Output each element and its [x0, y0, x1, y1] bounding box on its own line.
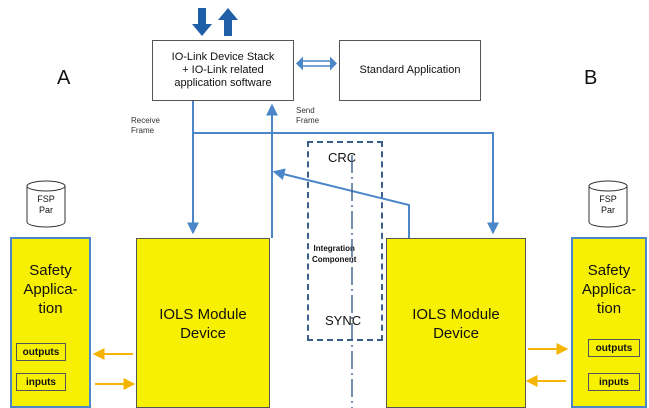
iols-module-right-label: IOLS Module Device	[386, 305, 526, 343]
send-frame-label: Send Frame	[296, 106, 319, 126]
standard-application-label: Standard Application	[359, 64, 461, 76]
integration-line-1: Integration	[313, 244, 355, 253]
iols-module-device-left	[136, 238, 270, 408]
outputs-box-right: outputs	[588, 339, 640, 357]
fsp-left-line-2: Par	[38, 205, 53, 215]
safety-application-right-label: Safety Applica- tion	[571, 261, 647, 318]
safety-left-line-3: tion	[38, 300, 63, 317]
inputs-box-right: inputs	[588, 373, 640, 391]
receive-frame-label: Receive Frame	[131, 116, 160, 136]
fsp-par-right-label: FSP Par	[589, 194, 627, 216]
safety-right-line-1: Safety	[587, 262, 631, 279]
send-line-2: Frame	[296, 116, 320, 125]
send-line-1: Send	[296, 106, 315, 115]
inputs-box-left: inputs	[16, 373, 66, 391]
integration-component-box	[307, 141, 383, 341]
io-link-stack-box: IO-Link Device Stack + IO-Link related a…	[152, 40, 294, 101]
down-arrow-icon	[192, 8, 212, 36]
iols-left-line-1: IOLS Module	[159, 306, 247, 323]
iols-right-line-2: Device	[433, 325, 479, 342]
stack-line-1: IO-Link Device Stack	[171, 51, 275, 63]
safety-right-line-2: Applica-	[581, 281, 637, 298]
safety-left-line-1: Safety	[29, 262, 72, 279]
iols-right-line-1: IOLS Module	[412, 306, 500, 323]
stack-line-3: application software	[174, 77, 272, 89]
fsp-right-line-2: Par	[600, 205, 615, 215]
side-a-label: A	[57, 67, 71, 89]
safety-application-left-label: Safety Applica- tion	[10, 261, 91, 318]
fsp-left-line-1: FSP	[37, 194, 55, 204]
iols-left-line-2: Device	[180, 325, 226, 342]
integration-line-2: Component	[312, 255, 357, 264]
safety-right-line-3: tion	[596, 300, 622, 317]
outputs-box-left: outputs	[16, 343, 66, 361]
safety-left-line-2: Applica-	[23, 281, 78, 298]
stack-line-2: + IO-Link related	[182, 64, 264, 76]
fsp-par-left-label: FSP Par	[27, 194, 65, 216]
receive-line-2: Frame	[131, 126, 155, 135]
iols-module-left-label: IOLS Module Device	[136, 305, 270, 343]
crc-label: CRC	[328, 150, 357, 165]
standard-application-box: Standard Application	[339, 40, 481, 101]
up-arrow-icon	[218, 8, 238, 36]
receive-line-1: Receive	[131, 116, 160, 125]
fsp-right-line-1: FSP	[599, 194, 617, 204]
bidirectional-arrow-icon	[296, 56, 337, 71]
sync-label: SYNC	[325, 313, 362, 328]
side-b-label: B	[584, 67, 598, 89]
integration-component-label: Integration Component	[312, 243, 356, 265]
